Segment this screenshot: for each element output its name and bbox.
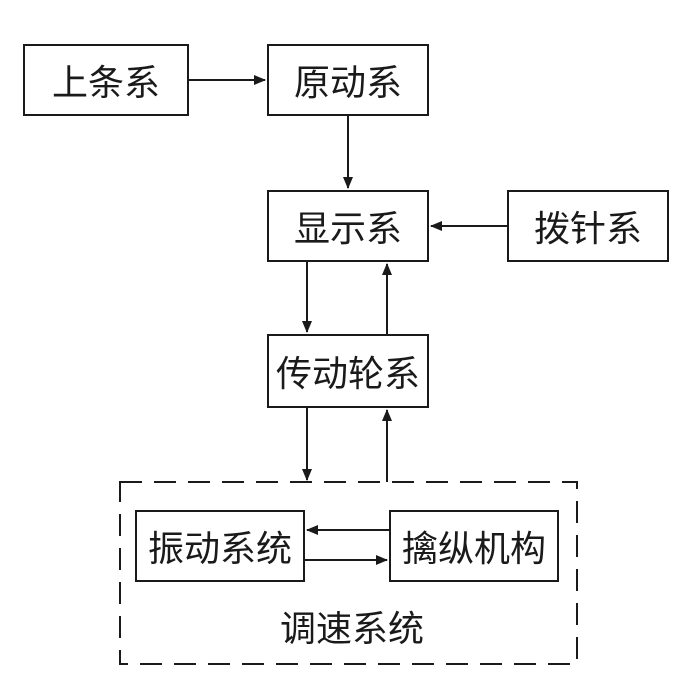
node-shangtiao: 上条系 — [23, 44, 189, 116]
node-yuandong-label: 原动系 — [293, 63, 402, 104]
node-zhendong-label: 振动系统 — [147, 529, 292, 570]
node-xianshi: 显示系 — [267, 190, 429, 262]
node-yuandong: 原动系 — [267, 44, 429, 116]
node-qinzong-label: 擒纵机构 — [401, 529, 546, 570]
group-tiaosu-label: 调速系统 — [280, 609, 425, 650]
node-qinzong: 擒纵机构 — [389, 510, 559, 582]
node-zhendong: 振动系统 — [135, 510, 305, 582]
node-xianshi-label: 显示系 — [293, 209, 402, 250]
node-bozhen-label: 拨针系 — [533, 209, 642, 250]
node-chuandong: 传动轮系 — [267, 334, 429, 408]
node-chuandong-label: 传动轮系 — [275, 354, 420, 395]
node-bozhen: 拨针系 — [507, 190, 669, 262]
node-shangtiao-label: 上条系 — [51, 63, 160, 104]
tiaosu-group-boundary — [119, 481, 578, 665]
